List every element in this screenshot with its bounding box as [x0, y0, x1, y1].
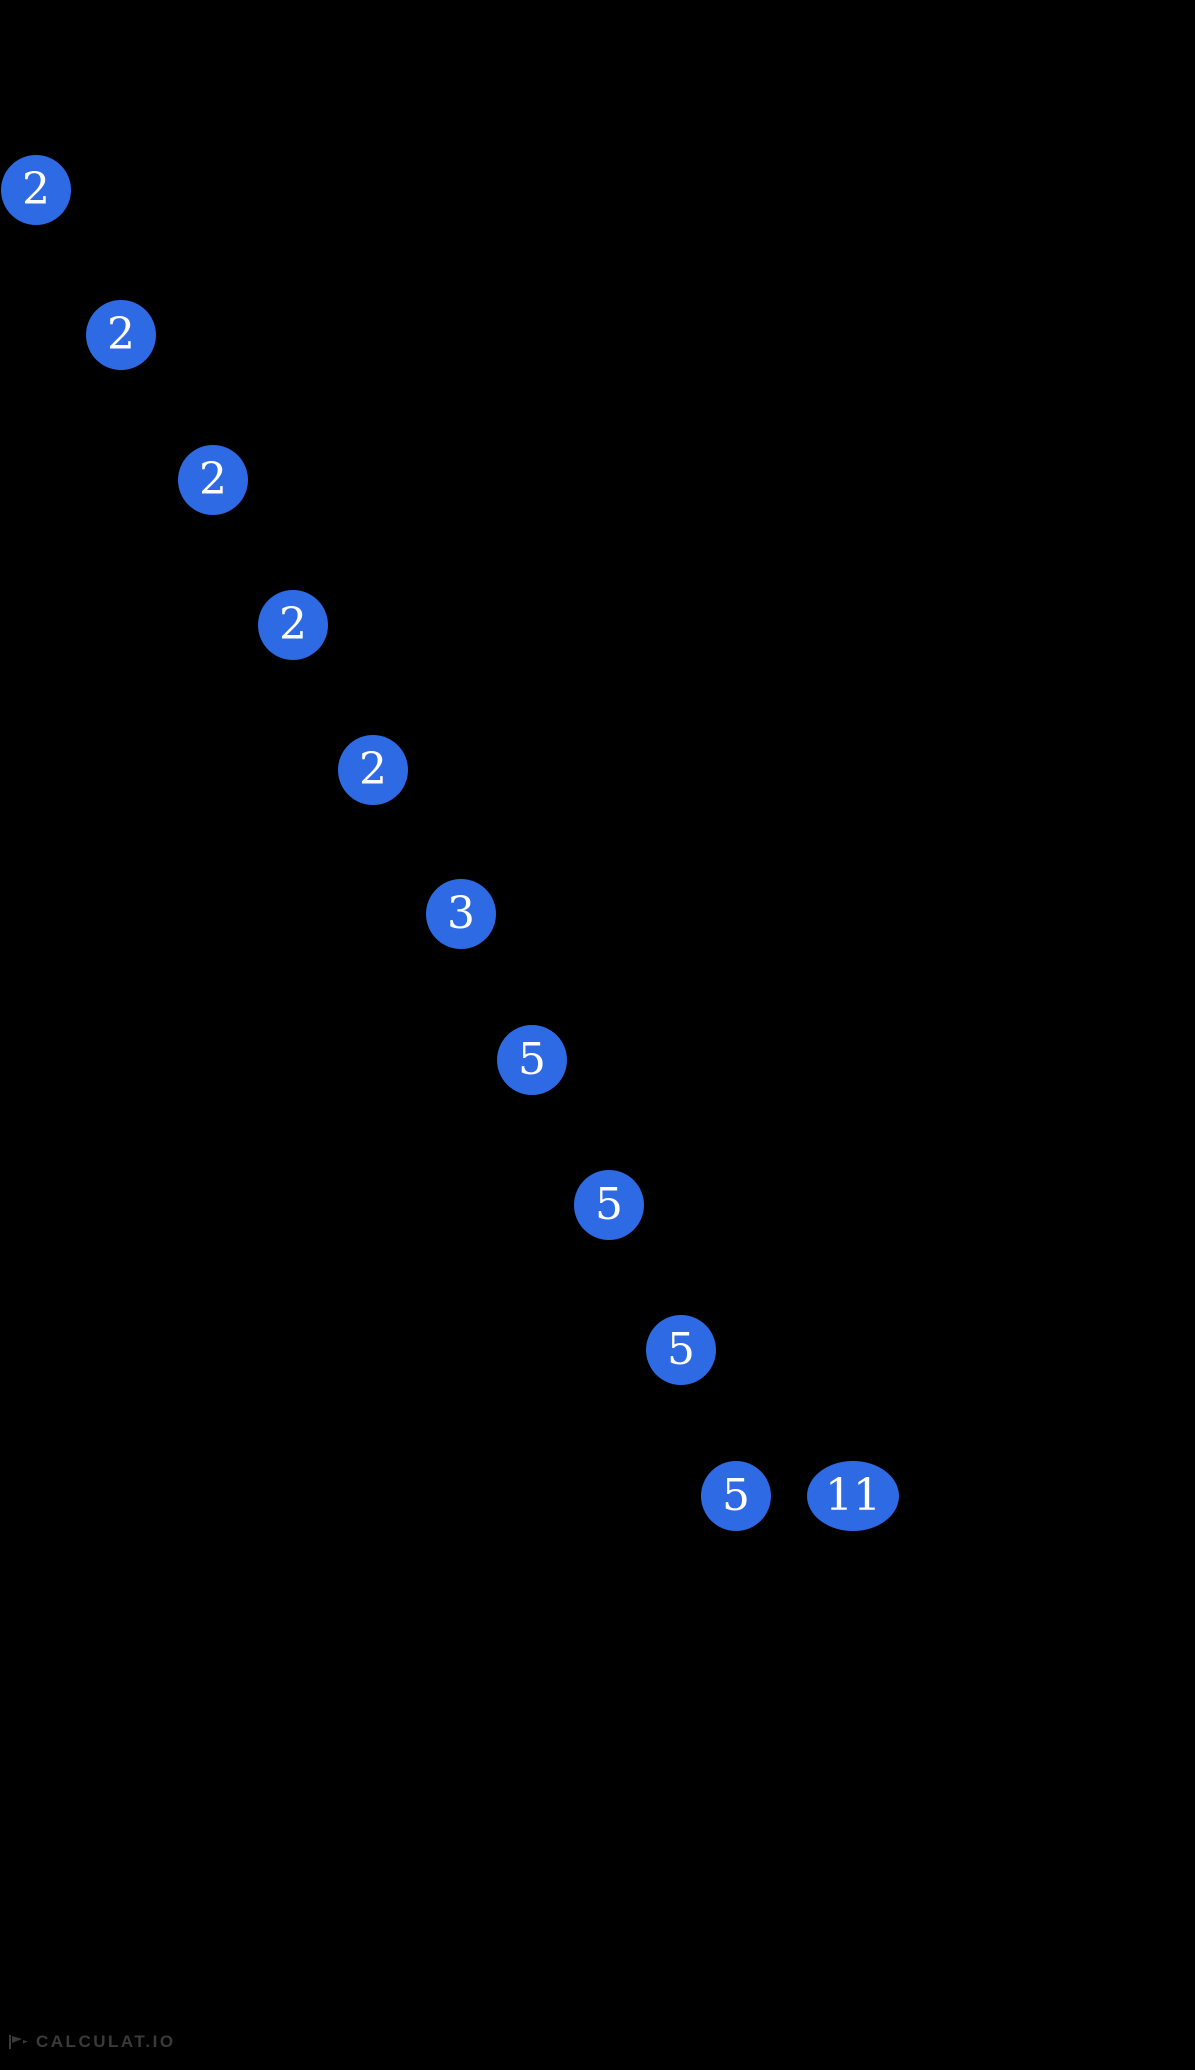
watermark-text: CALCULAT.IO [36, 2032, 176, 2051]
prime-factor-node: 2 [1, 155, 71, 225]
prime-factor-node: 5 [646, 1315, 716, 1385]
watermark: CALCULAT.IO [8, 2032, 176, 2052]
prime-factor-node: 2 [178, 445, 248, 515]
prime-factor-node: 5 [497, 1025, 567, 1095]
prime-factor-node: 2 [86, 300, 156, 370]
prime-factor-node: 3 [426, 879, 496, 949]
prime-factor-node: 5 [574, 1170, 644, 1240]
prime-factor-node: 11 [807, 1461, 899, 1531]
prime-factor-node: 2 [338, 735, 408, 805]
prime-factor-node: 5 [701, 1461, 771, 1531]
calculat-io-logo-icon [8, 2033, 30, 2051]
prime-factor-node: 2 [258, 590, 328, 660]
